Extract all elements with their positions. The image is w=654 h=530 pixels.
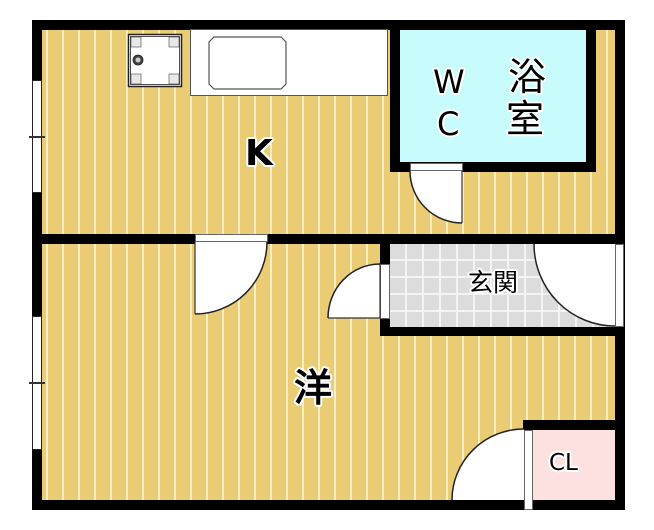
outer-wall-bottom (32, 500, 624, 510)
bath-label-1: 浴 (508, 55, 547, 99)
outer-wall-left (32, 20, 42, 510)
western-door-swing[interactable] (194, 241, 269, 318)
closet-room (533, 430, 615, 500)
bath-label-2: 室 (506, 97, 545, 141)
closet-door-frame (524, 430, 533, 510)
entrance-label: 玄関 (468, 268, 519, 297)
bath-door-swing[interactable] (409, 170, 464, 225)
kitchen-label: K (245, 133, 273, 174)
entrance-inner-door-swing[interactable] (327, 263, 382, 320)
western-room-label: 洋 (294, 366, 333, 410)
front-door-swing[interactable] (533, 243, 616, 328)
gas-stove-icon (127, 33, 183, 88)
front-door-frame (615, 244, 624, 327)
wc-label-c: C (437, 105, 460, 143)
wc-label-w: W (433, 63, 465, 101)
bath-wc-room (400, 30, 586, 162)
western-window-mullion (29, 382, 45, 384)
closet-door-swing[interactable] (451, 428, 526, 503)
kitchen-sink-icon (208, 36, 287, 90)
kitchen-window-mullion (29, 136, 45, 138)
outer-wall-top (32, 20, 624, 30)
western-door-frame (195, 234, 268, 242)
bath-door-frame (410, 163, 463, 171)
divider-wall-kitchen-western (32, 234, 624, 244)
closet-label: CL (549, 450, 578, 476)
